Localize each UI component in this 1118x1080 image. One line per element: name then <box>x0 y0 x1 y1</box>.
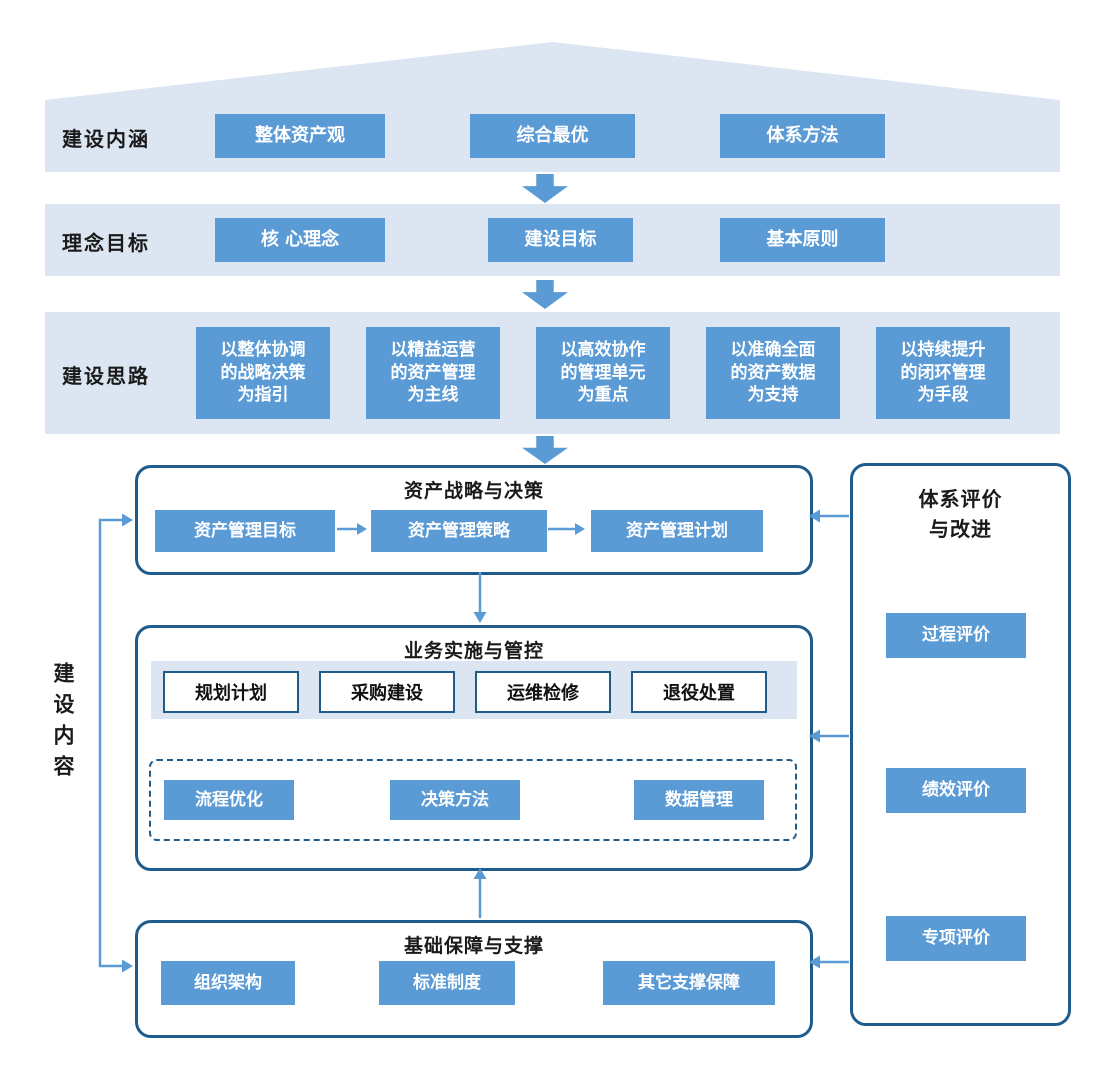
arrow-foundation-to-implementation <box>473 868 487 918</box>
evaluation-item-2: 专项评价 <box>886 916 1026 961</box>
connotation-item-2: 体系方法 <box>720 114 885 158</box>
lifecycle-item-3: 退役处置 <box>631 671 767 713</box>
approach-item-1: 以精益运营 的资产管理 为主线 <box>366 327 500 419</box>
feedback-loop-arrow <box>98 513 133 973</box>
support-item-1: 决策方法 <box>390 780 520 820</box>
foundation-item-1: 标准制度 <box>379 961 515 1005</box>
lifecycle-item-0: 规划计划 <box>163 671 299 713</box>
connotation-item-1: 综合最优 <box>470 114 635 158</box>
foundation-panel: 基础保障与支撑 组织架构 标准制度 其它支撑保障 <box>135 920 813 1038</box>
content-axis-label: 建设内容 <box>51 662 75 786</box>
approach-item-4: 以持续提升 的闭环管理 为手段 <box>876 327 1010 419</box>
implementation-panel-title: 业务实施与管控 <box>403 640 544 662</box>
strategy-item-1: 资产管理策略 <box>371 510 547 552</box>
strategy-panel-title: 资产战略与决策 <box>403 480 544 502</box>
evaluation-panel: 体系评价 与改进 过程评价 绩效评价 专项评价 <box>850 463 1071 1026</box>
band-connotation-label: 建设内涵 <box>62 127 150 151</box>
arrow-evaluation-to-foundation <box>809 955 849 969</box>
support-item-2: 数据管理 <box>634 780 764 820</box>
down-arrow-1 <box>522 174 568 203</box>
evaluation-item-0: 过程评价 <box>886 613 1026 658</box>
evaluation-panel-title: 体系评价 与改进 <box>918 487 1003 541</box>
foundation-item-0: 组织架构 <box>161 961 295 1005</box>
lifecycle-item-1: 采购建设 <box>319 671 455 713</box>
foundation-item-2: 其它支撑保障 <box>603 961 775 1005</box>
down-arrow-2 <box>522 280 568 309</box>
lifecycle-item-2: 运维检修 <box>475 671 611 713</box>
roof-shape <box>45 42 1060 100</box>
band-approach-label: 建设思路 <box>62 364 150 388</box>
approach-item-0: 以整体协调 的战略决策 为指引 <box>196 327 330 419</box>
strategy-panel: 资产战略与决策 资产管理目标 资产管理策略 资产管理计划 <box>135 465 813 575</box>
philosophy-item-1: 建设目标 <box>488 218 633 262</box>
support-dashed-box: 流程优化 决策方法 数据管理 <box>149 759 797 841</box>
foundation-panel-title: 基础保障与支撑 <box>403 935 544 957</box>
strategy-item-0: 资产管理目标 <box>155 510 335 552</box>
philosophy-item-2: 基本原则 <box>720 218 885 262</box>
arrow-evaluation-to-implementation <box>809 729 849 743</box>
approach-item-3: 以准确全面 的资产数据 为支持 <box>706 327 840 419</box>
support-item-0: 流程优化 <box>164 780 294 820</box>
band-philosophy-label: 理念目标 <box>62 231 150 255</box>
arrow-strategy-to-implementation <box>473 572 487 623</box>
approach-item-2: 以高效协作 的管理单元 为重点 <box>536 327 670 419</box>
implementation-panel: 业务实施与管控 规划计划 采购建设 运维检修 退役处置 流程优化 决策方法 数据… <box>135 625 813 871</box>
evaluation-item-1: 绩效评价 <box>886 768 1026 813</box>
strategy-item-2: 资产管理计划 <box>591 510 763 552</box>
philosophy-item-0: 核 心理念 <box>215 218 385 262</box>
connotation-item-0: 整体资产观 <box>215 114 385 158</box>
down-arrow-3 <box>522 436 568 464</box>
arrow-evaluation-to-strategy <box>809 509 849 523</box>
